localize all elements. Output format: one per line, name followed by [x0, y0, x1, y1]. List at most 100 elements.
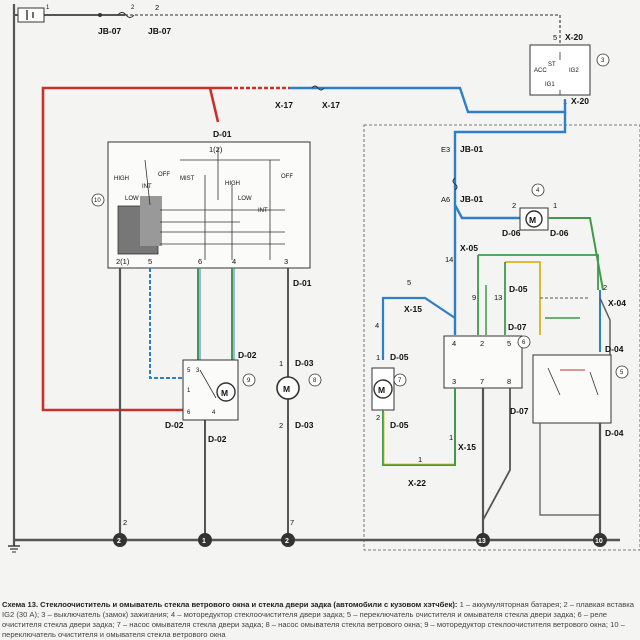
connector-x20-bot: X-20: [571, 96, 589, 106]
pin-x22-1: 1: [418, 455, 422, 464]
connector-d07-bot: D-07: [510, 406, 529, 416]
label-high-1: HIGH: [114, 176, 129, 182]
pin-m9-1: 1: [187, 388, 191, 394]
motor-4-symbol: M: [529, 215, 536, 225]
pin-9: 9: [472, 293, 476, 302]
callout-8: 8: [313, 378, 317, 384]
svg-text:1: 1: [202, 538, 206, 545]
pin-e3: E3: [441, 145, 450, 154]
label-off-2: OFF: [281, 174, 293, 180]
label-mist: MIST: [180, 176, 195, 182]
relay-wires: [477, 254, 611, 355]
pin-r-4: 4: [452, 339, 456, 348]
pin-x04-2: 2: [603, 283, 607, 292]
motor-7-symbol: M: [378, 385, 385, 395]
connector-x15-b: X-15: [458, 442, 476, 452]
caption-title: Схема 13. Стеклоочиститель и омыватель с…: [2, 600, 458, 609]
pin-r-2: 2: [480, 339, 484, 348]
label-off-1: OFF: [158, 172, 170, 178]
svg-text:13: 13: [478, 538, 486, 545]
callout-9: 9: [247, 378, 251, 384]
label-low-1: LOW: [125, 196, 139, 202]
caption-legend: 1 – аккумуляторная батарея; 2 – плавкая …: [2, 600, 634, 639]
rear-washer-pump: M: [371, 367, 395, 411]
label-int-2: INT: [258, 208, 268, 214]
pin-m8-2: 2: [279, 421, 283, 430]
diagram-caption: Схема 13. Стеклоочиститель и омыватель с…: [2, 600, 638, 640]
pin-m7-2: 2: [376, 413, 380, 422]
pin-sw-2-1: 2(1): [116, 257, 130, 266]
rear-door-dashed-area: [363, 124, 640, 551]
connector-d05-left: D-05: [390, 352, 409, 362]
pin-m9-6: 6: [187, 410, 191, 416]
pin-x15-4: 4: [375, 321, 379, 330]
ignition-switch: ACC ST IG1 IG2: [529, 44, 591, 96]
connector-d05-low: D-05: [390, 420, 409, 430]
rear-wiper-switch: [532, 354, 612, 424]
pin-sw-4: 4: [232, 257, 236, 266]
blue-feed-wire: [290, 86, 567, 360]
connector-d03-b: D-03: [295, 420, 314, 430]
connector-d02-a: D-02: [238, 350, 257, 360]
ground-node-13: 13: [476, 533, 490, 547]
pin-sw-5: 5: [148, 257, 152, 266]
windshield-wiper-motor: M: [182, 359, 239, 421]
battery-line: [12, 4, 561, 546]
connector-x17-a: X-17: [275, 100, 293, 110]
windshield-washer-pump: M: [276, 376, 300, 400]
rear-wiper-motor: M: [519, 207, 549, 231]
connector-x20-top: X-20: [565, 32, 583, 42]
connector-d03-a: D-03: [295, 358, 314, 368]
pin-m9-5: 5: [187, 368, 191, 374]
callout-1: 1: [46, 5, 50, 11]
connector-x22: X-22: [408, 478, 426, 488]
pin-r-5: 5: [507, 339, 511, 348]
pin-m9-3: 3: [196, 368, 200, 374]
connector-d01-bot: D-01: [293, 278, 312, 288]
callout-4: 4: [536, 188, 540, 194]
pin-m7-1: 1: [376, 353, 380, 362]
ground-node-2b: 2: [281, 533, 295, 547]
connector-jb07-b: JB-07: [148, 26, 171, 36]
connector-x04: X-04: [608, 298, 626, 308]
ign-st: ST: [548, 62, 556, 68]
connector-d06-b: D-06: [550, 228, 569, 238]
windshield-wiper-switch: [107, 141, 311, 269]
label-int-1: INT: [142, 184, 152, 190]
connector-a6-jb01: JB-01: [460, 194, 483, 204]
ground-node-1: 1: [198, 533, 212, 547]
connector-d05-top: D-05: [509, 284, 528, 294]
callout-7: 7: [398, 378, 402, 384]
fuse-icon: [117, 12, 135, 18]
connector-d02-b: D-02: [165, 420, 184, 430]
pin-x20-5: 5: [553, 33, 557, 42]
connector-d04-bot: D-04: [605, 428, 624, 438]
motor-9-symbol: M: [221, 388, 228, 398]
ign-ig2: IG2: [569, 68, 579, 74]
connector-d06-a: D-06: [502, 228, 521, 238]
motor-8-symbol: M: [283, 384, 290, 394]
pin-g-7: 7: [290, 518, 294, 527]
pin-r-3: 3: [452, 377, 456, 386]
callout-3: 3: [601, 58, 605, 64]
connector-x15-a: X-15: [404, 304, 422, 314]
pin-jb-2: 2: [155, 3, 159, 12]
wiring-diagram: JB-07 JB-07 2 ACC ST IG1 IG2 5 X-20 1 X-…: [8, 3, 640, 553]
connector-d02-c: D-02: [208, 434, 227, 444]
connector-d07-top: D-07: [508, 322, 527, 332]
red-wire: [41, 86, 290, 412]
ign-acc: ACC: [534, 68, 547, 74]
svg-text:2: 2: [117, 538, 121, 545]
pin-d01-1-2: 1(2): [209, 145, 223, 154]
label-low-2: LOW: [238, 196, 252, 202]
ign-ig1: IG1: [545, 82, 555, 88]
pin-m9-4: 4: [212, 410, 216, 416]
pin-sw-6: 6: [198, 257, 202, 266]
callout-6: 6: [522, 340, 526, 346]
connector-d04-top: D-04: [605, 344, 624, 354]
svg-text:2: 2: [285, 538, 289, 545]
connector-d01-top: D-01: [213, 129, 232, 139]
svg-text:10: 10: [595, 538, 603, 545]
callout-2: 2: [131, 5, 135, 11]
pin-sw-3: 3: [284, 257, 288, 266]
